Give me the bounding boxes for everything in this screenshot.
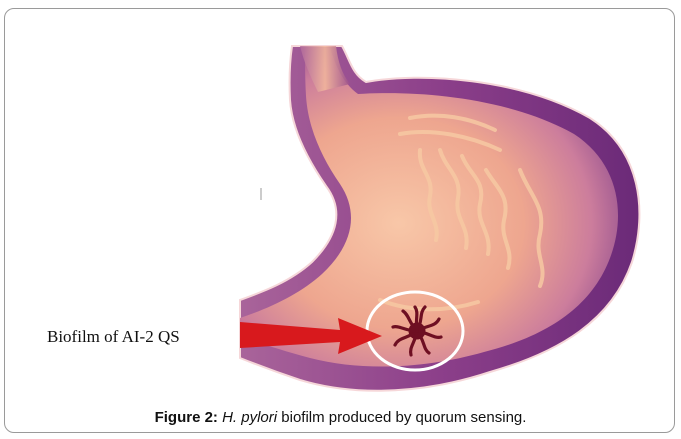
biofilm-label: Biofilm of AI-2 QS	[47, 327, 180, 347]
